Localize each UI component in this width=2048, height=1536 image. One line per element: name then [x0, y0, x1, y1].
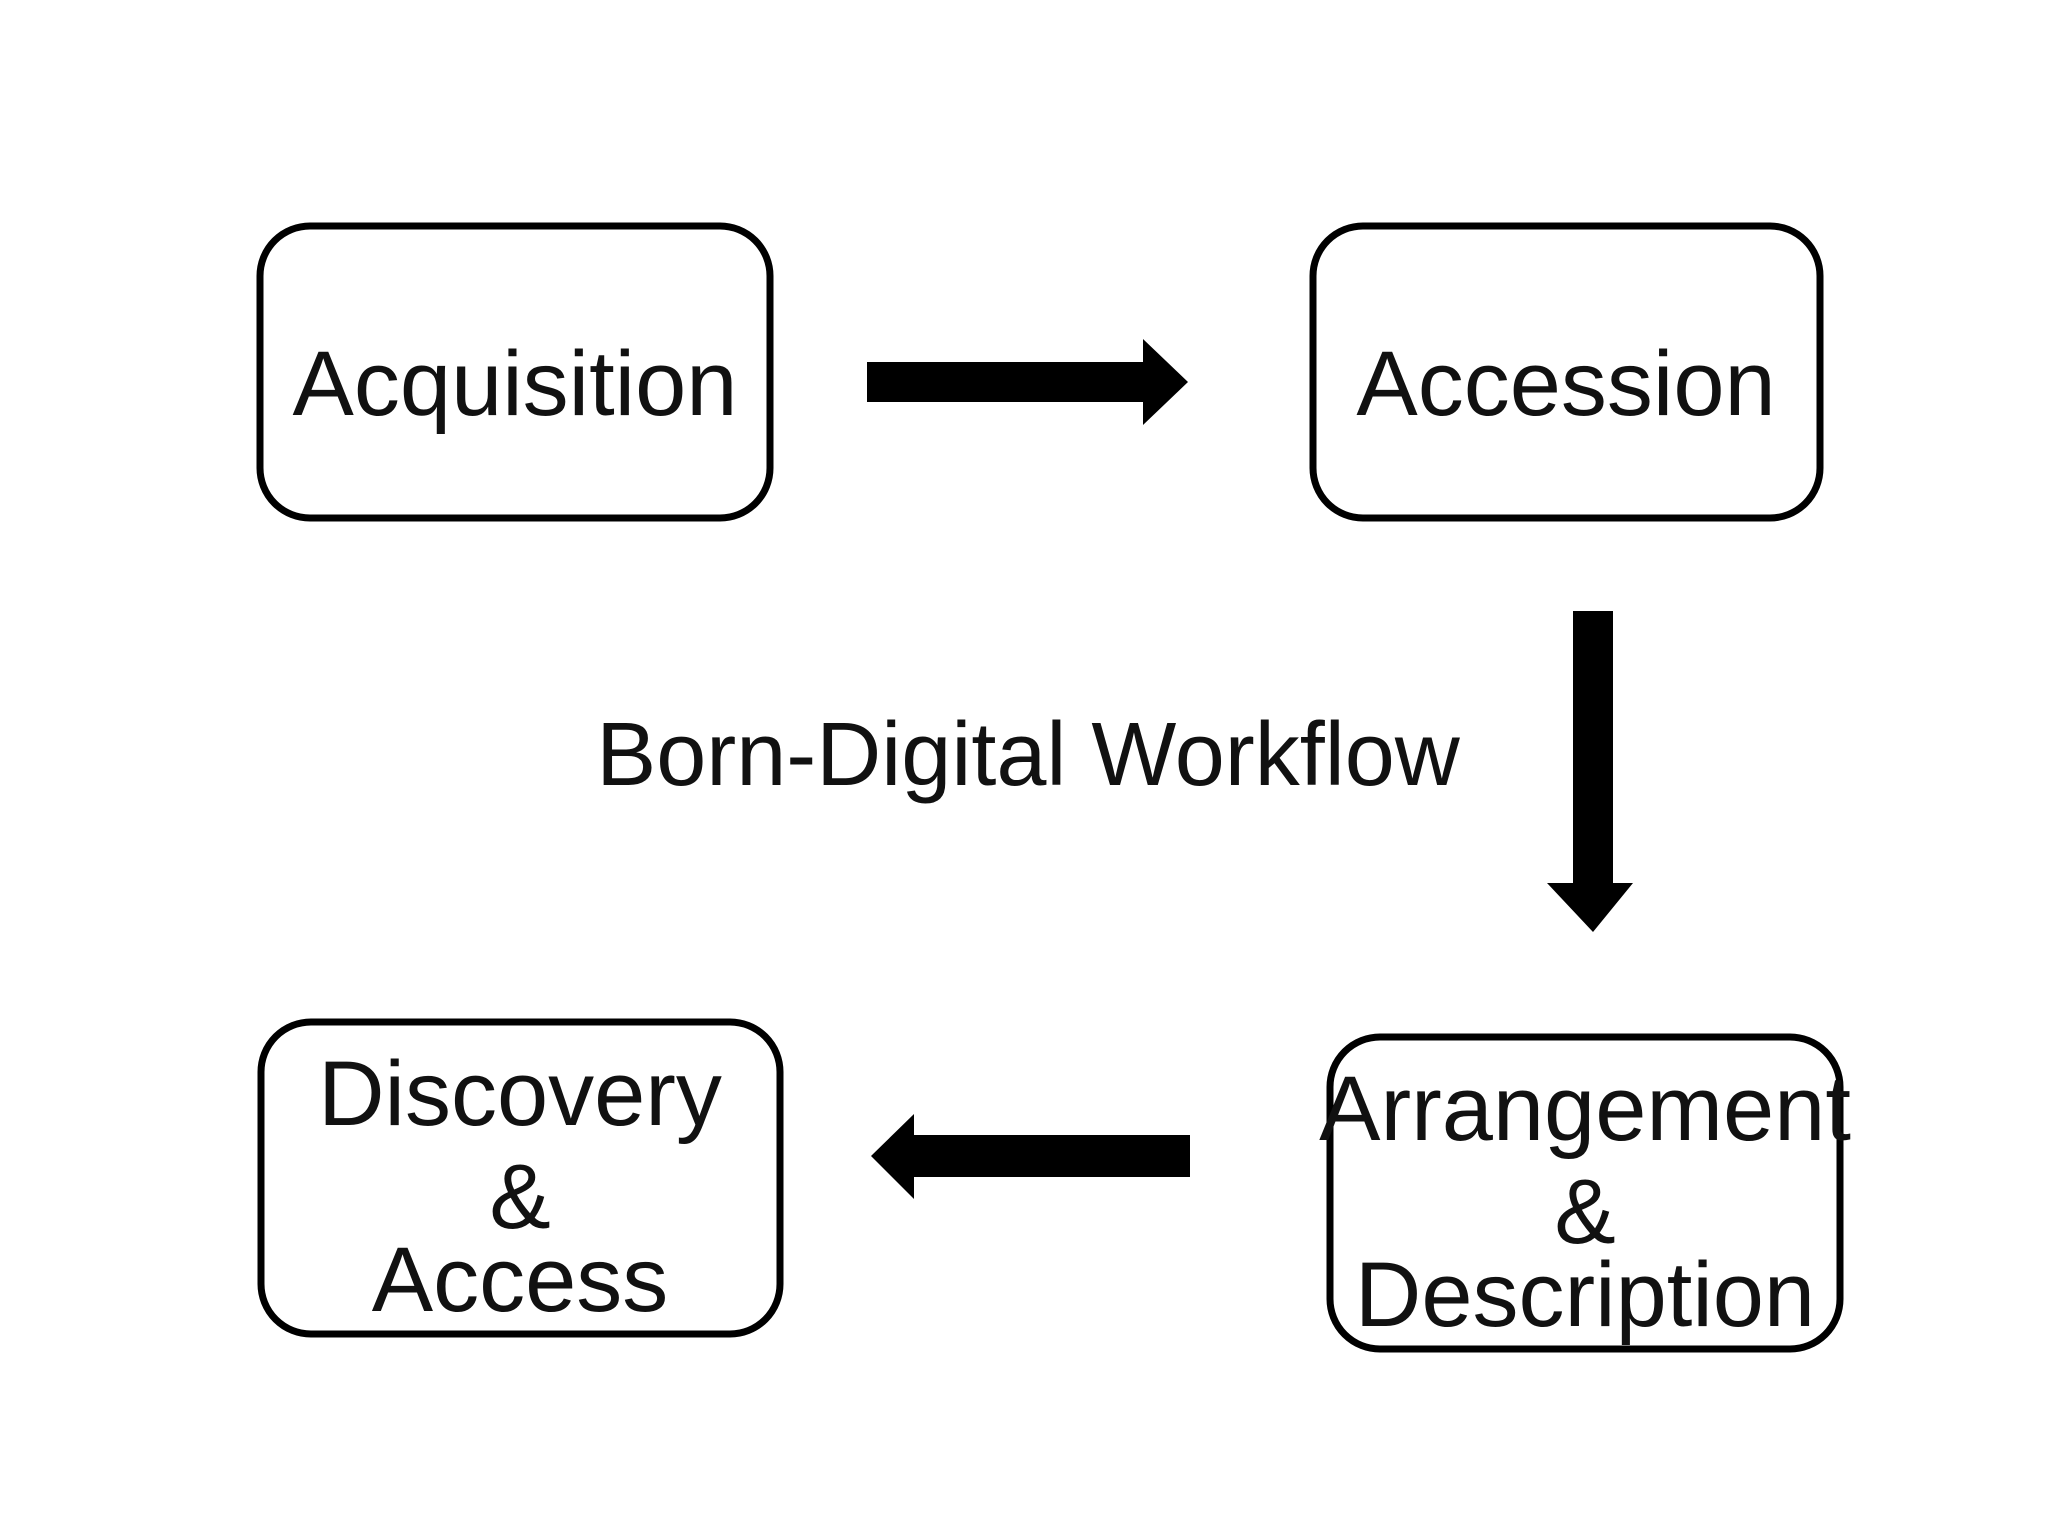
node-discovery-access[interactable]: Discovery & Access: [257, 1018, 784, 1338]
node-arrangement-description-label-line3: Description: [1355, 1244, 1815, 1346]
arrow-right-acquisition-to-accession: [867, 339, 1188, 425]
node-arrangement-description[interactable]: Arrangement & Description: [1319, 1033, 1851, 1353]
node-acquisition-box[interactable]: [256, 222, 774, 522]
diagram-caption: Born-Digital Workflow: [596, 705, 1461, 805]
node-arrangement-description-box[interactable]: [1326, 1033, 1844, 1353]
node-acquisition-label: Acquisition: [293, 333, 738, 435]
node-arrangement-description-label-line1: Arrangement: [1319, 1058, 1851, 1160]
node-accession[interactable]: Accession: [1309, 222, 1824, 522]
node-arrangement-description-label-line2: &: [1554, 1161, 1615, 1263]
arrow-down-accession-to-arrangement: [1547, 611, 1633, 932]
arrow-left-arrangement-to-discovery: [871, 1114, 1190, 1199]
node-discovery-access-box[interactable]: [257, 1018, 784, 1338]
node-discovery-access-label-line1: Discovery: [318, 1043, 722, 1145]
node-discovery-access-label-line3: Access: [372, 1229, 669, 1331]
node-acquisition[interactable]: Acquisition: [256, 222, 774, 522]
node-accession-box[interactable]: [1309, 222, 1824, 522]
node-discovery-access-label-line2: &: [489, 1146, 550, 1248]
node-accession-label: Accession: [1356, 333, 1775, 435]
